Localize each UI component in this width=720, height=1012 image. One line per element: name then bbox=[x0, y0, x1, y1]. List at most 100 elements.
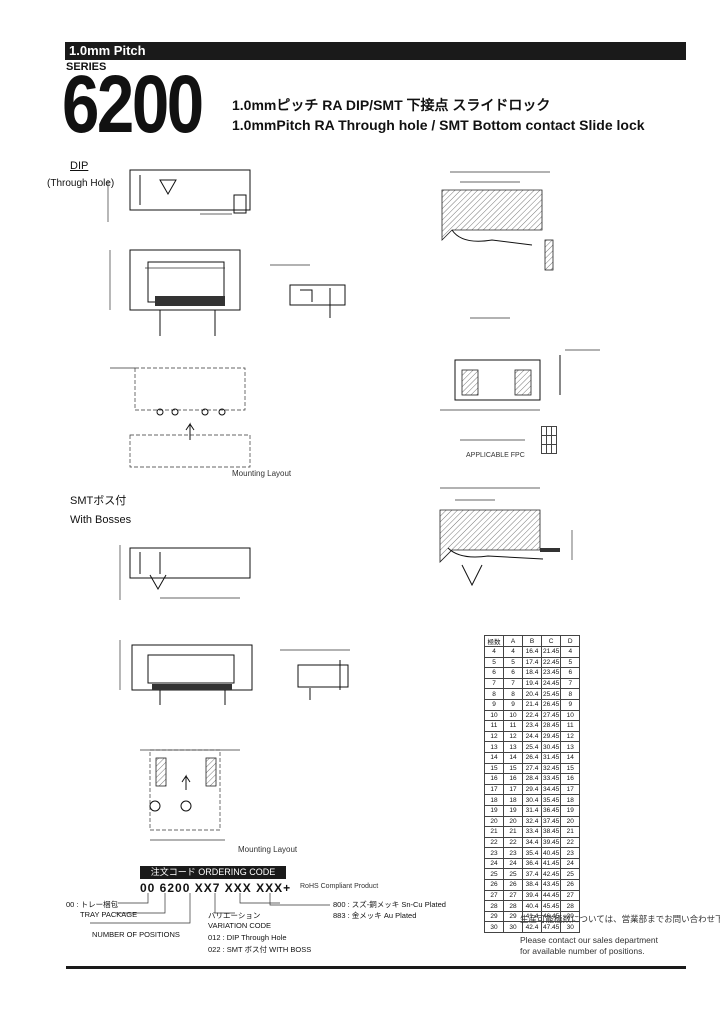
table-cell: 11 bbox=[503, 720, 523, 732]
mounting-layout-2: Mounting Layout bbox=[238, 845, 298, 854]
table-cell: 25.4 bbox=[522, 741, 542, 753]
table-cell: 34.4 bbox=[522, 836, 542, 849]
table-cell: 26 bbox=[560, 879, 581, 891]
table-cell: 17.4 bbox=[522, 656, 542, 669]
table-cell: 16 bbox=[484, 773, 504, 785]
table-cell: 23 bbox=[503, 847, 523, 859]
title-en: 1.0mmPitch RA Through hole / SMT Bottom … bbox=[232, 117, 645, 133]
table-cell: 28.45 bbox=[540, 720, 562, 732]
note-en-1: Please contact our sales department bbox=[520, 935, 658, 945]
table-cell: 30 bbox=[560, 921, 581, 934]
ordering-code: 00 6200 XX7 XXX XXX+ bbox=[140, 881, 292, 895]
table-cell: 22 bbox=[560, 836, 581, 849]
note-jp: 生産可能極数については、営業部までお問い合わせ下さい。 bbox=[520, 914, 720, 924]
table-cell: 44.45 bbox=[540, 889, 562, 902]
table-cell: 11 bbox=[560, 720, 581, 732]
footer-rule bbox=[66, 966, 686, 969]
table-cell: 15 bbox=[503, 762, 523, 775]
variation-jp: バリエーション bbox=[208, 911, 261, 920]
table-cell: 13 bbox=[503, 741, 523, 753]
table-cell: 10 bbox=[484, 709, 504, 722]
table-cell: 25 bbox=[484, 868, 504, 881]
table-cell: 17 bbox=[484, 783, 504, 796]
table-cell: 34.45 bbox=[540, 783, 562, 796]
table-cell: 19.4 bbox=[522, 677, 542, 690]
table-cell: 38.4 bbox=[522, 879, 542, 891]
table-cell: 37.45 bbox=[540, 815, 562, 828]
variation-en: VARIATION CODE bbox=[208, 921, 272, 930]
dip-mounting-layout bbox=[110, 367, 251, 468]
table-cell: 11 bbox=[484, 720, 504, 732]
header-positions: 極数 bbox=[484, 635, 504, 647]
table-cell: 16 bbox=[503, 773, 523, 785]
table-cell: 37.4 bbox=[522, 868, 542, 881]
table-cell: 39.4 bbox=[522, 889, 542, 902]
tray-package-en: TRAY PACKAGE bbox=[80, 910, 138, 919]
table-cell: 40.4 bbox=[522, 900, 542, 912]
table-cell: 30.45 bbox=[540, 741, 562, 753]
table-cell: 14 bbox=[560, 751, 581, 764]
table-cell: 26.45 bbox=[540, 698, 562, 711]
table-cell: 14 bbox=[484, 751, 504, 764]
table-cell: 21 bbox=[484, 826, 504, 838]
table-cell: 30 bbox=[484, 921, 504, 934]
header-b: B bbox=[522, 635, 542, 647]
plating-883: 883 : 金メッキ Au Plated bbox=[333, 911, 417, 920]
fpc-view bbox=[440, 349, 600, 441]
table-cell: 6 bbox=[560, 667, 581, 679]
series-label: SERIES bbox=[66, 61, 107, 73]
title-jp: 1.0mmピッチ RA DIP/SMT 下接点 スライドロック bbox=[232, 97, 551, 113]
table-cell: 18 bbox=[503, 794, 523, 806]
table-cell: 36.45 bbox=[540, 804, 562, 817]
table-cell: 40.45 bbox=[540, 847, 562, 859]
table-cell: 10 bbox=[560, 709, 581, 722]
table-cell: 21 bbox=[560, 826, 581, 838]
table-cell: 25.45 bbox=[540, 688, 562, 700]
table-cell: 12 bbox=[484, 730, 504, 743]
table-cell: 26 bbox=[484, 879, 504, 891]
dip-label: DIP bbox=[70, 160, 89, 172]
table-cell: 16.4 bbox=[522, 646, 542, 658]
table-cell: 29.4 bbox=[522, 783, 542, 796]
table-cell: 28 bbox=[560, 900, 581, 912]
table-cell: 17 bbox=[503, 783, 523, 796]
table-cell: 23 bbox=[560, 847, 581, 859]
table-cell: 20 bbox=[484, 815, 504, 828]
table-cell: 33.45 bbox=[540, 773, 562, 785]
table-cell: 9 bbox=[560, 698, 581, 711]
table-cell: 45.45 bbox=[540, 900, 562, 912]
header-c: C bbox=[540, 635, 562, 647]
table-cell: 28 bbox=[484, 900, 504, 912]
table-cell: 33.4 bbox=[522, 826, 542, 838]
table-cell: 10 bbox=[503, 709, 523, 722]
ordering-leaders bbox=[90, 893, 330, 924]
table-cell: 21 bbox=[503, 826, 523, 838]
table-cell: 23.4 bbox=[522, 720, 542, 732]
table-cell: 27 bbox=[560, 889, 581, 902]
dip-top-view bbox=[109, 249, 241, 336]
table-cell: 43.45 bbox=[540, 879, 562, 891]
pitch-label: 1.0mm Pitch bbox=[69, 43, 146, 58]
table-cell: 19 bbox=[503, 804, 523, 817]
table-cell: 24.4 bbox=[522, 730, 542, 743]
table-cell: 19 bbox=[484, 804, 504, 817]
table-cell: 6 bbox=[484, 667, 504, 679]
smt-top-view bbox=[119, 640, 253, 705]
